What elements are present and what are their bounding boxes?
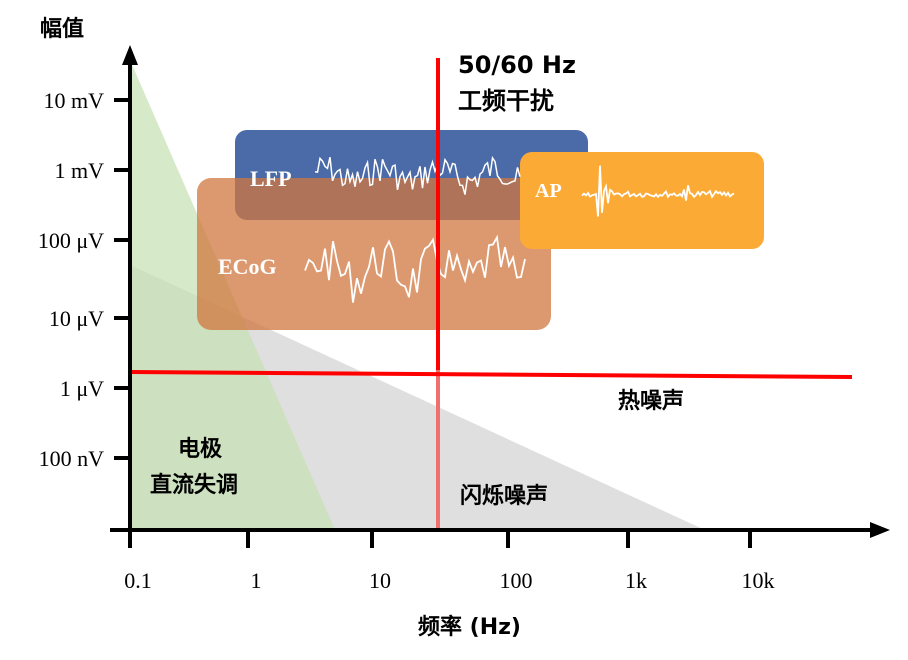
x-tick-label: 100 bbox=[500, 568, 533, 593]
x-axis-title: 频率 (Hz) bbox=[418, 614, 521, 640]
y-tick-label: 1 mV bbox=[55, 158, 105, 183]
ecog-waveform bbox=[304, 234, 526, 303]
x-tick-label: 10 bbox=[369, 568, 391, 593]
line-noise-freq-label: 50/60 Hz bbox=[458, 51, 576, 79]
x-tick-label: 0.1 bbox=[124, 568, 152, 593]
y-tick-label: 1 μV bbox=[60, 376, 104, 401]
lfp-label: LFP bbox=[250, 166, 292, 191]
flicker-noise-label: 闪烁噪声 bbox=[460, 484, 548, 509]
y-axis-arrow-icon bbox=[122, 45, 138, 65]
ap-waveform bbox=[581, 165, 735, 217]
y-tick-label: 10 mV bbox=[44, 88, 105, 113]
y-tick-label: 100 μV bbox=[38, 228, 104, 253]
y-tick-label: 100 nV bbox=[39, 446, 105, 471]
x-axis-arrow-icon bbox=[870, 522, 890, 538]
line-noise-label: 工频干扰 bbox=[458, 87, 554, 115]
y-tick-label: 10 μV bbox=[49, 306, 104, 331]
thermal-noise-line bbox=[129, 370, 853, 379]
y-axis-title: 幅值 bbox=[40, 16, 84, 42]
x-tick-label: 10k bbox=[742, 568, 775, 593]
ap-label: AP bbox=[535, 180, 562, 202]
ap-box bbox=[520, 152, 764, 249]
dc-offset-label-1: 电极 bbox=[178, 437, 223, 462]
dc-offset-label-2: 直流失调 bbox=[150, 472, 238, 498]
ecog-label: ECoG bbox=[218, 254, 277, 279]
x-tick-label: 1 bbox=[251, 568, 262, 593]
x-tick-label: 1k bbox=[625, 568, 647, 593]
lfp-waveform bbox=[314, 155, 521, 195]
thermal-noise-label: 热噪声 bbox=[618, 388, 684, 414]
